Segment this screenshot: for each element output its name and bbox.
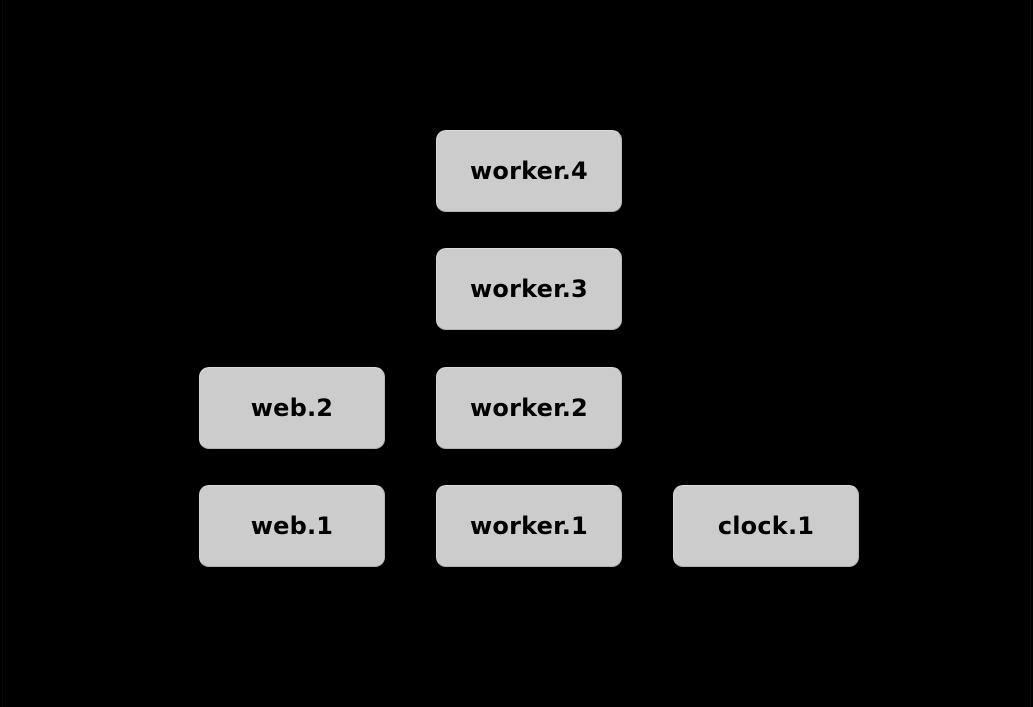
- canvas-left-edge-line: [2, 0, 3, 707]
- process-card-label: worker.2: [470, 394, 588, 422]
- process-card-worker-1[interactable]: worker.1: [436, 485, 622, 567]
- process-card-label: clock.1: [717, 512, 815, 540]
- process-card-label: web.2: [250, 394, 334, 422]
- canvas-right-edge-line: [1030, 0, 1031, 707]
- process-card-worker-4[interactable]: worker.4: [436, 130, 622, 212]
- process-card-label: worker.4: [470, 157, 588, 185]
- process-card-label: worker.3: [470, 275, 588, 303]
- process-card-web-2[interactable]: web.2: [199, 367, 385, 449]
- process-card-label: worker.1: [470, 512, 588, 540]
- process-card-worker-3[interactable]: worker.3: [436, 248, 622, 330]
- process-card-worker-2[interactable]: worker.2: [436, 367, 622, 449]
- process-card-clock-1[interactable]: clock.1: [673, 485, 859, 567]
- process-card-web-1[interactable]: web.1: [199, 485, 385, 567]
- process-card-label: web.1: [250, 512, 334, 540]
